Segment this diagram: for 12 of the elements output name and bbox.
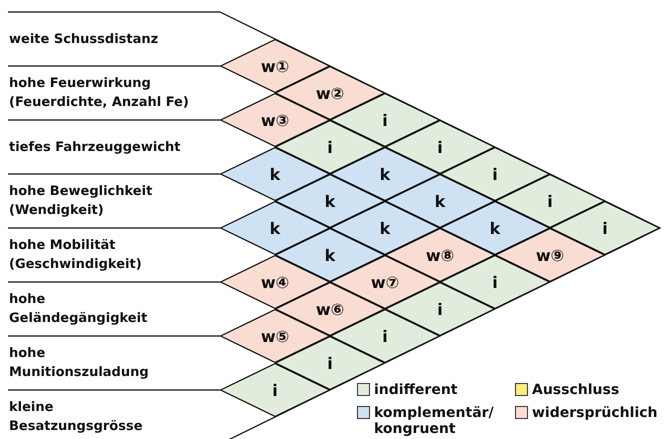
rating-diamond: i: [220, 363, 330, 417]
requirement-label: hohe Geländegängigkeit: [9, 291, 148, 328]
requirement-label: tiefes Fahrzeuggewicht: [9, 138, 182, 156]
legend-label: komplementär/ kongruent: [374, 405, 495, 437]
legend-label: Ausschluss: [532, 382, 620, 398]
requirement-label: weite Schussdistanz: [9, 30, 160, 48]
requirement-label: kleine Besatzungsgrösse: [9, 399, 144, 436]
requirement-label: hohe Mobilität (Geschwindigkeit): [9, 237, 143, 274]
requirement-label: hohe Feuerwirkung (Feuerdichte, Anzahl Fe): [9, 75, 190, 112]
requirement-label: hohe Munitionszuladung: [9, 345, 150, 382]
requirement-label: hohe Beweglichkeit (Wendigkeit): [9, 183, 154, 220]
legend-label: widersprüchlich: [532, 405, 659, 421]
